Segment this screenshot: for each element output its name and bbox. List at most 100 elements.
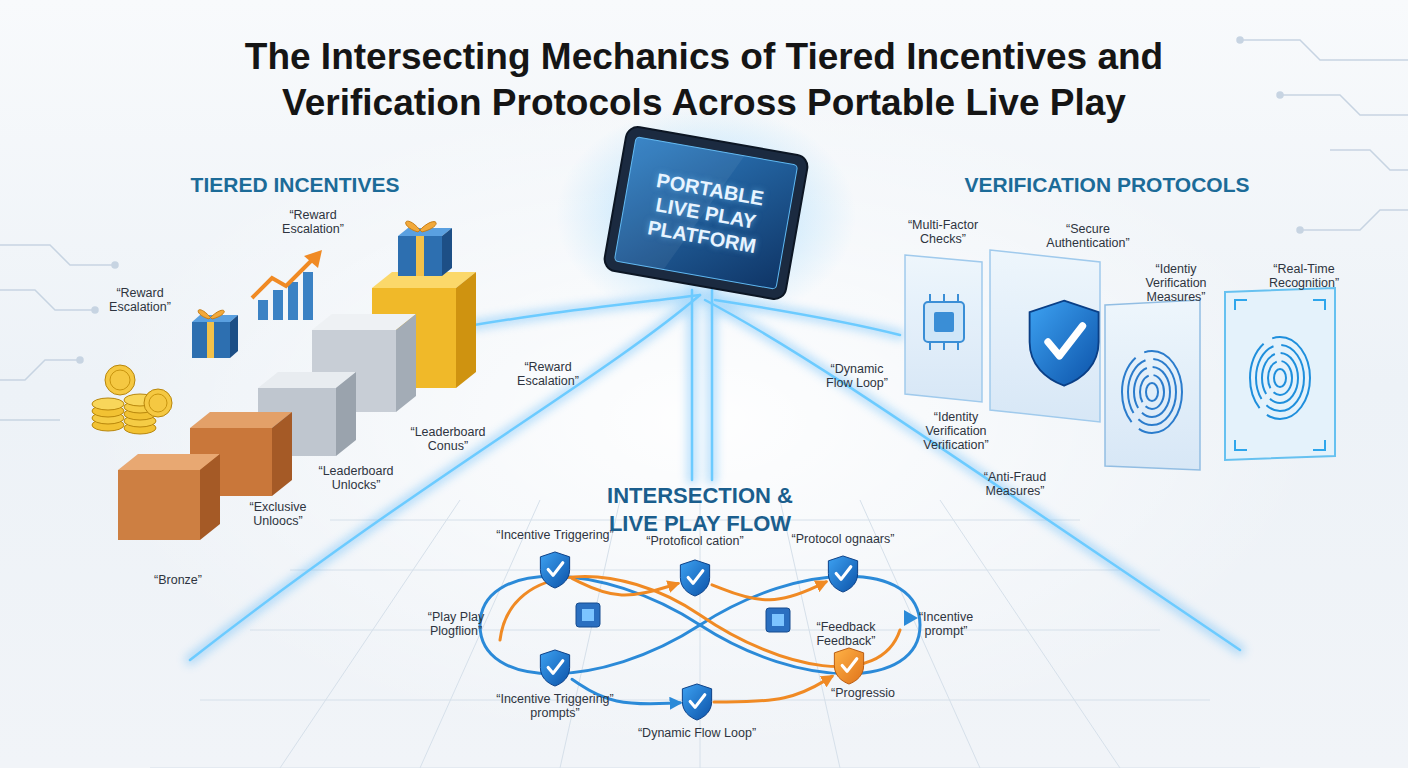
block-side	[200, 454, 220, 540]
gift-ribbon	[416, 236, 424, 276]
block-side	[396, 314, 416, 412]
fingerprint-ridge	[1128, 359, 1176, 425]
shield-body	[540, 552, 569, 588]
chip-core	[582, 609, 594, 621]
callout-label: “Reward Escalation”	[100, 286, 180, 314]
shield-outline	[538, 550, 572, 590]
verification-card	[1225, 288, 1335, 460]
shield-step: “Incentive Triggering” prompts”	[538, 648, 572, 688]
shield-check	[690, 695, 705, 708]
verification-card	[905, 255, 982, 402]
tablet-screen	[614, 137, 797, 290]
step-label: “Protoficol cation”	[625, 534, 765, 548]
gift-box	[192, 310, 238, 358]
circuit-trace	[1280, 95, 1408, 115]
chip-core	[934, 312, 954, 332]
shield-outline	[826, 554, 860, 594]
flow-arrow-head	[904, 610, 918, 626]
flow-connector	[712, 582, 826, 600]
shield-body	[540, 650, 569, 686]
callout-label: “Anti-Fraud Measures”	[975, 470, 1055, 498]
verification-card	[990, 250, 1100, 422]
shield-body	[834, 648, 863, 684]
chip-pins	[930, 294, 958, 350]
circuit-pad	[77, 357, 83, 363]
circuit-pad	[1277, 92, 1283, 98]
background-glow	[84, 90, 1324, 750]
security-shield	[1030, 301, 1099, 386]
circuit-pad	[1297, 227, 1303, 233]
circuit-pad	[1237, 37, 1243, 43]
block-side	[272, 412, 292, 496]
flow-chips	[576, 603, 790, 632]
floor-grid	[150, 500, 1260, 768]
chip-icon	[576, 603, 600, 627]
callout-label: “Reward Escalation”	[273, 208, 353, 236]
diagram-title: The Intersecting Mechanics of Tiered Inc…	[204, 34, 1204, 126]
circuit-pad	[112, 262, 118, 268]
coin-rim	[110, 370, 130, 390]
circuit-trace	[0, 290, 95, 310]
platform-tablet: PORTABLE LIVE PLAY PLATFORM	[603, 125, 810, 301]
tablet-frame	[603, 125, 810, 301]
gift-bow	[198, 310, 224, 319]
shield-step: “Protocol ognaars”	[826, 554, 860, 594]
callout-label: “Multi-Factor Checks”	[898, 218, 988, 246]
bronze-block	[118, 454, 220, 540]
circuit-pad	[92, 307, 98, 313]
block-front	[118, 470, 200, 540]
gift-ribbon	[207, 322, 214, 358]
fingerprint-ridge	[1146, 383, 1158, 401]
callout-label: “Feedback Feedback”	[811, 620, 881, 648]
fingerprint-ridge	[1256, 345, 1304, 411]
section-heading: TIERED INCENTIVES	[155, 172, 435, 198]
callout-label: “Identity Verification Verification”	[914, 410, 999, 452]
callout-label: “Exclusive Unloocs”	[238, 500, 318, 528]
flow-connector	[572, 578, 678, 595]
shield-check	[836, 567, 851, 580]
circuit-trace	[0, 360, 80, 380]
shield-step: “Protoficol cation”	[678, 558, 712, 598]
gift-box	[398, 221, 452, 276]
callout-label: “Reward Escalation”	[508, 360, 588, 388]
fingerprint-ridge	[1134, 367, 1170, 417]
callout-label: “Leaderboard Conus”	[403, 425, 493, 453]
shield-step: “Progressio	[832, 646, 866, 686]
callout-label: “Secure Authentication”	[1038, 222, 1138, 250]
shield-body	[1030, 301, 1099, 386]
circuit-trace	[0, 245, 115, 265]
gift-bow	[406, 221, 437, 232]
shield-check	[548, 661, 563, 674]
callout-label: “Dynamic Flow Loop”	[820, 362, 895, 390]
verification-card	[1105, 300, 1200, 470]
bar	[288, 282, 298, 320]
chip-icon	[924, 302, 964, 342]
connectors	[572, 578, 832, 704]
flow-connector	[714, 676, 832, 702]
shield-check	[842, 659, 857, 672]
section-heading: INTERSECTION & LIVE PLAY FLOW	[585, 482, 815, 538]
fingerprint-icon	[1122, 351, 1182, 433]
coin-rim	[149, 394, 167, 412]
block-side	[456, 272, 476, 388]
circuit-trace	[1330, 150, 1408, 170]
coin	[105, 365, 135, 395]
trend-arrow-head	[304, 250, 322, 268]
shield-body	[680, 560, 709, 596]
block-side	[336, 372, 356, 456]
callout-label: “Incentive prompt”	[911, 610, 981, 638]
coin-stacks	[92, 365, 172, 434]
step-label: “Dynamic Flow Loop”	[622, 726, 772, 740]
step-label: “Incentive Triggering”	[480, 528, 630, 542]
shield-outline	[680, 682, 714, 722]
chip-icon	[766, 608, 790, 632]
shield-step: “Incentive Triggering”	[538, 550, 572, 590]
callout-label: “Real-Time Recognition”	[1262, 262, 1347, 290]
bar-chart	[252, 250, 322, 320]
gift-body	[192, 322, 230, 358]
shield-body	[828, 556, 857, 592]
gift-side	[442, 228, 452, 276]
bar	[303, 272, 313, 320]
